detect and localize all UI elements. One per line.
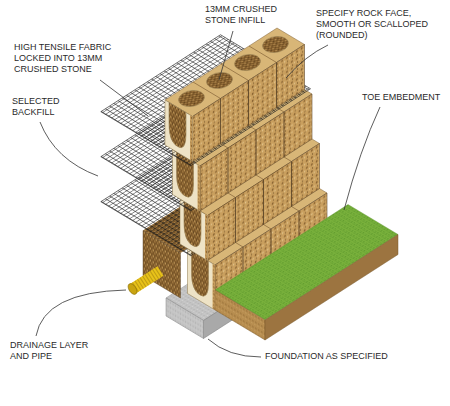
- foundation-end: [166, 298, 204, 339]
- block-row: [165, 28, 305, 162]
- callout-label: SELECTED BACKFILL: [12, 96, 72, 118]
- infill-cells: [173, 33, 294, 110]
- soil-side: [265, 235, 398, 341]
- leader-line: [40, 122, 98, 176]
- soil-side: [215, 290, 265, 340]
- leader-line: [100, 80, 148, 116]
- callout-label: DRAINAGE LAYER AND PIPE: [10, 340, 98, 362]
- callout-label: TOE EMBEDMENT: [362, 92, 440, 103]
- stone-infill: [257, 33, 294, 56]
- callout-label: SPECIFY ROCK FACE, SMOOTH OR SCALLOPED (…: [316, 8, 446, 41]
- leader-line: [344, 107, 380, 210]
- leader-line: [219, 31, 233, 80]
- drain-pipe-mesh: [133, 271, 161, 289]
- drain-pipe: [133, 271, 161, 289]
- stone-infill: [229, 51, 266, 74]
- callout-label: FOUNDATION AS SPECIFIED: [265, 351, 388, 362]
- grass-front: [265, 235, 398, 341]
- leader-line: [208, 339, 261, 357]
- leader-lines: [36, 31, 380, 357]
- drain-pipe-end: [126, 282, 138, 296]
- stone-infill: [173, 87, 210, 110]
- foundation-side: [166, 298, 204, 339]
- callout-label: HIGH TENSILE FABRIC LOCKED INTO 13MM CRU…: [14, 42, 122, 75]
- callout-label: 13MM CRUSHED STONE INFILL: [205, 4, 285, 26]
- leader-line: [36, 290, 126, 336]
- leader-line: [286, 45, 328, 78]
- stone-infill: [201, 69, 238, 92]
- grass-end: [215, 290, 265, 340]
